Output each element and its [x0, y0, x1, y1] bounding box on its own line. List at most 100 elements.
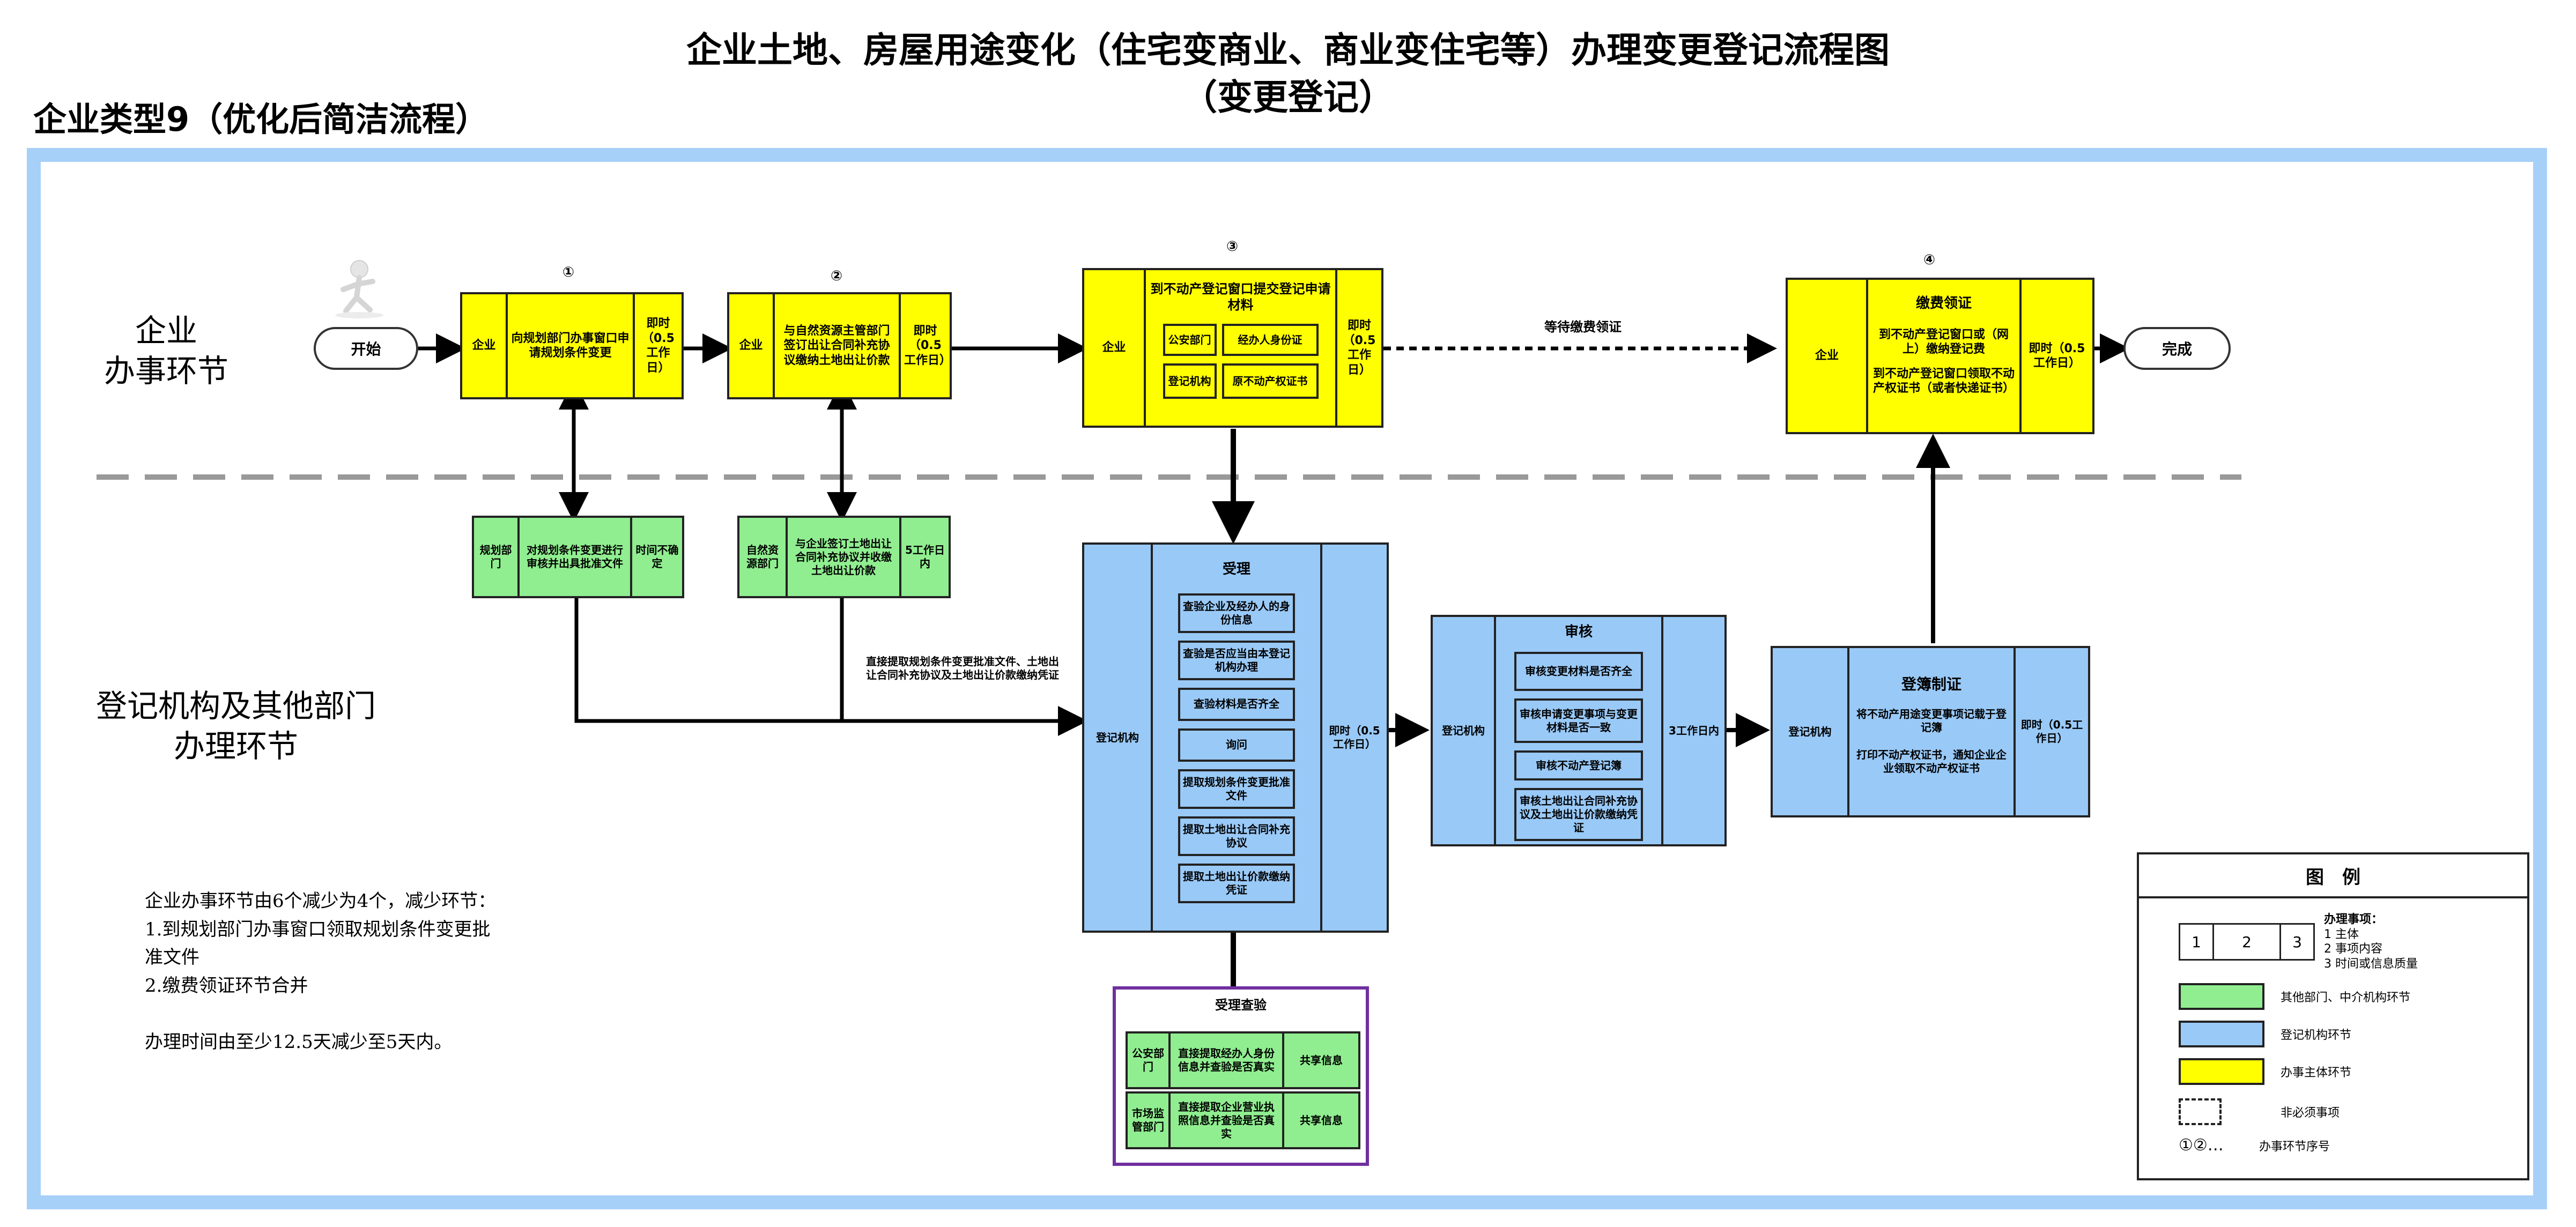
- step3-grid-dept-2: 登记机构: [1163, 363, 1217, 399]
- summary-line-1: 企业办事环节由6个减少为4个，减少环节：: [145, 890, 497, 912]
- legend-cell-3: 3: [2281, 923, 2315, 961]
- summary-line-3: 准文件: [145, 947, 199, 969]
- summary-line-6: 办理时间由至少12.5天减少至5天内。: [145, 1031, 453, 1053]
- step-number-4: ④: [1923, 252, 1935, 268]
- legend-cell-1: 1: [2179, 923, 2214, 961]
- step3-header: 到不动产登记窗口提交登记申请材料: [1150, 281, 1331, 313]
- verify-row-2-dept: 市场监管部门: [1128, 1094, 1171, 1147]
- step3-grid-dept-1: 公安部门: [1163, 324, 1217, 356]
- accept-item-3: 查验材料是否齐全: [1178, 687, 1295, 721]
- step4-box: 企业 缴费领证 到不动产登记窗口或（网上）缴纳登记费 到不动产登记窗口领取不动产…: [1786, 278, 2094, 434]
- legend-row-blue: 登记机构环节: [2179, 1021, 2351, 1047]
- accept-item-1: 查验企业及经办人的身份信息: [1178, 593, 1295, 633]
- legend-title: 图 例: [2139, 854, 2527, 898]
- direct-extract-note: 直接提取规划条件变更批准文件、土地出让合同补充协议及土地出让价款缴纳凭证: [866, 655, 1059, 681]
- legend-items-title: 办理事项：: [2324, 913, 2383, 926]
- step2-subject: 企业: [729, 294, 775, 397]
- page-title: 企业土地、房屋用途变化（住宅变商业、商业变住宅等）办理变更登记流程图: [686, 29, 1890, 71]
- accept-item-4: 询问: [1178, 728, 1295, 762]
- verify-title: 受理查验: [1215, 998, 1267, 1013]
- legend-label-optional: 非必须事项: [2281, 1106, 2340, 1120]
- register-box: 登记机构 登簿制证 将不动产用途变更事项记载于登记簿 打印不动产权证书，通知企业…: [1771, 646, 2090, 817]
- page-subtitle: （变更登记）: [1182, 77, 1394, 118]
- legend-label-blue: 登记机构环节: [2281, 1029, 2352, 1042]
- summary-line-5: [145, 1000, 563, 1028]
- review-item-2: 审核申请变更事项与变更材料是否一致: [1514, 698, 1643, 743]
- lane-label-enterprise: 企业 办事环节: [103, 313, 228, 390]
- green1-box: 规划部门 对规划条件变更进行审核并出具批准文件 时间不确定: [472, 516, 684, 598]
- step3-content: 到不动产登记窗口提交登记申请材料 公安部门 经办人身份证 登记机构 原不动产权证…: [1146, 270, 1337, 426]
- step4-content: 缴费领证 到不动产登记窗口或（网上）缴纳登记费 到不动产登记窗口领取不动产权证书…: [1868, 280, 2022, 432]
- legend-items: 办理事项： 1 主体 2 事项内容 3 时间或信息质量: [2324, 912, 2418, 971]
- legend-swatch-blue: [2179, 1021, 2264, 1047]
- step1-subject: 企业: [462, 294, 508, 397]
- diagram-frame: [27, 148, 2547, 1209]
- step1-box: 企业 向规划部门办事窗口申请规划条件变更 即时（0.5工作日）: [460, 292, 684, 399]
- summary-line-4: 2.缴费领证环节合并: [145, 975, 308, 997]
- step3-box: 企业 到不动产登记窗口提交登记申请材料 公安部门 经办人身份证 登记机构 原不动…: [1082, 268, 1383, 428]
- review-content: 审核 审核变更材料是否齐全 审核申请变更事项与变更材料是否一致 审核不动产登记簿…: [1496, 617, 1663, 844]
- review-box: 登记机构 审核 审核变更材料是否齐全 审核申请变更事项与变更材料是否一致 审核不…: [1431, 615, 1727, 846]
- step4-subject: 企业: [1788, 280, 1868, 432]
- step-number-1: ①: [562, 264, 574, 280]
- register-title: 登簿制证: [1901, 675, 1961, 693]
- legend-row-yellow: 办事主体环节: [2179, 1058, 2351, 1085]
- verify-row-1-result: 共享信息: [1300, 1053, 1343, 1067]
- end-node: 完成: [2123, 327, 2231, 370]
- step-number-3: ③: [1226, 239, 1238, 255]
- legend-item-3: 3 时间或信息质量: [2324, 957, 2418, 971]
- legend-row-seq: ①②…办事环节序号: [2179, 1136, 2330, 1155]
- legend-row-green: 其他部门、中介机构环节: [2179, 983, 2410, 1010]
- verify-row-1-dept: 公安部门: [1128, 1033, 1171, 1087]
- verify-row-2: 市场监管部门 直接提取企业营业执照信息并查验是否真实 共享信息: [1126, 1091, 1360, 1149]
- legend-swatch-dashed: [2179, 1098, 2222, 1125]
- green1-content: 对规划条件变更进行审核并出具批准文件: [520, 518, 632, 596]
- step3-subject: 企业: [1084, 270, 1146, 426]
- step4-content-1: 到不动产登记窗口或（网上）缴纳登记费: [1878, 328, 2009, 356]
- legend: 图 例 1 2 3 办理事项： 1 主体 2 事项内容 3 时间或信息质量 其他…: [2137, 852, 2529, 1180]
- step-number-2: ②: [830, 268, 842, 284]
- green2-time: 5工作日内: [905, 544, 945, 570]
- accept-box: 登记机构 受理 查验企业及经办人的身份信息 查验是否应当由本登记机构办理 查验材…: [1082, 542, 1389, 933]
- person-icon: [335, 260, 383, 318]
- step2-time: 即时（0.5工作日）: [904, 324, 952, 367]
- review-subject: 登记机构: [1433, 617, 1496, 844]
- accept-time: 即时（0.5工作日）: [1329, 724, 1380, 750]
- legend-seq-symbol: ①②…: [2179, 1136, 2224, 1155]
- register-subject: 登记机构: [1773, 648, 1849, 815]
- green1-time: 时间不确定: [635, 544, 679, 570]
- accept-item-6: 提取土地出让合同补充协议: [1178, 816, 1295, 856]
- legend-item-1: 1 主体: [2324, 927, 2359, 941]
- summary-note: 企业办事环节由6个减少为4个，减少环节： 1.到规划部门办事窗口领取规划条件变更…: [145, 887, 563, 1056]
- wait-label: 等待缴费领证: [1544, 319, 1622, 334]
- register-content-2: 打印不动产权证书，通知企业企业领取不动产权证书: [1856, 748, 2007, 775]
- step4-content-2: 到不动产登记窗口领取不动产权证书（或者快递证书）: [1872, 367, 2015, 396]
- accept-item-5: 提取规划条件变更批准文件: [1178, 769, 1295, 809]
- legend-cell-2: 2: [2214, 923, 2281, 961]
- start-node: 开始: [314, 327, 418, 370]
- step2-box: 企业 与自然资源主管部门签订出让合同补充协议缴纳土地出让价款 即时（0.5工作日…: [727, 292, 952, 399]
- review-time: 3工作日内: [1669, 724, 1719, 737]
- accept-content: 受理 查验企业及经办人的身份信息 查验是否应当由本登记机构办理 查验材料是否齐全…: [1153, 545, 1322, 931]
- step1-content: 向规划部门办事窗口申请规划条件变更: [508, 294, 635, 397]
- step4-time: 即时（0.5工作日）: [2029, 341, 2085, 370]
- legend-swatch-green: [2179, 983, 2264, 1010]
- register-time: 即时（0.5工作日）: [2020, 718, 2083, 745]
- step3-grid-item-2: 原不动产权证书: [1222, 363, 1319, 399]
- step2-content: 与自然资源主管部门签订出让合同补充协议缴纳土地出让价款: [775, 294, 901, 397]
- line-green1-accept: [574, 598, 842, 723]
- register-content: 登簿制证 将不动产用途变更事项记载于登记簿 打印不动产权证书，通知企业企业领取不…: [1849, 648, 2016, 815]
- enterprise-type-label: 企业类型9（优化后简洁流程）: [33, 100, 489, 139]
- green2-content: 与企业签订土地出让合同补充协议并收缴土地出让价款: [788, 518, 901, 596]
- review-title: 审核: [1564, 624, 1593, 640]
- verify-row-2-content: 直接提取企业营业执照信息并查验是否真实: [1171, 1094, 1284, 1147]
- verify-row-1: 公安部门 直接提取经办人身份信息并查验是否真实 共享信息: [1126, 1031, 1360, 1089]
- review-item-3: 审核不动产登记簿: [1514, 750, 1643, 780]
- legend-cells: 1 2 3: [2179, 923, 2315, 961]
- legend-row-optional: 非必须事项: [2179, 1098, 2340, 1125]
- register-content-1: 将不动产用途变更事项记载于登记簿: [1856, 708, 2007, 734]
- verify-row-2-result: 共享信息: [1300, 1113, 1343, 1127]
- verify-row-1-content: 直接提取经办人身份信息并查验是否真实: [1171, 1033, 1284, 1087]
- accept-item-2: 查验是否应当由本登记机构办理: [1178, 640, 1295, 680]
